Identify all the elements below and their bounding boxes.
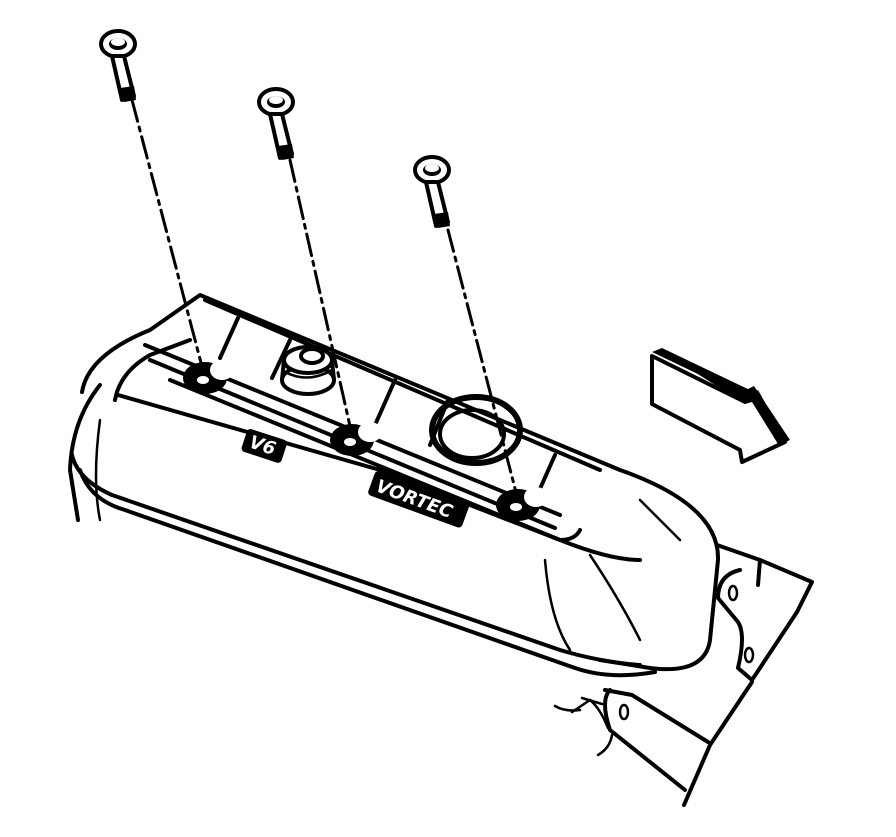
oil-fill-cap bbox=[280, 345, 336, 396]
pcv-grommet bbox=[429, 394, 523, 466]
arrow-front-of-vehicle-icon bbox=[650, 348, 790, 464]
bolt-hole-3 bbox=[496, 487, 548, 521]
bolt-3 bbox=[413, 155, 520, 502]
bolt-hole-1 bbox=[183, 360, 234, 394]
bolt-2 bbox=[257, 87, 354, 437]
cylinder-head-bracket bbox=[553, 543, 814, 807]
brand-badge: VORTEC bbox=[368, 471, 469, 528]
engine-badge: V6 bbox=[241, 429, 287, 463]
bolt-hole-2 bbox=[330, 422, 382, 456]
bolt-1 bbox=[99, 29, 207, 380]
